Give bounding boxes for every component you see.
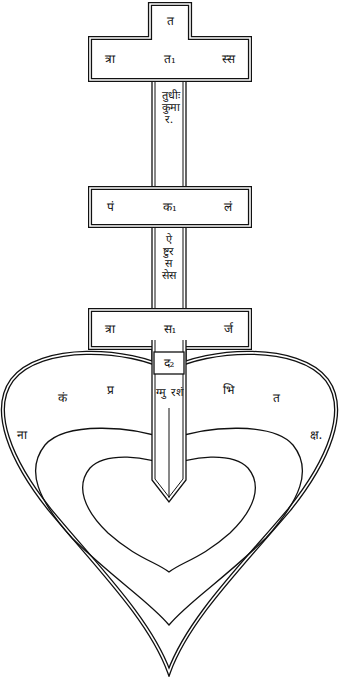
node-text: त्रा bbox=[105, 53, 115, 65]
node-text: क्ष. bbox=[310, 429, 323, 441]
middle-cross-bar: पं क₁ लं bbox=[88, 186, 252, 228]
node-text: त्रा bbox=[105, 323, 115, 335]
node-text: त bbox=[167, 15, 174, 27]
node-text: ना bbox=[17, 429, 27, 441]
top-cross-bar-outline bbox=[88, 2, 252, 82]
node-text: कं bbox=[58, 392, 67, 404]
small-box: द₂ bbox=[153, 351, 185, 375]
node-text: ग्मु bbox=[156, 387, 166, 398]
vertical-inscription: तुधीः कुमार. bbox=[162, 90, 176, 126]
node-text: र्ज bbox=[224, 323, 233, 335]
node-text: रशं bbox=[171, 387, 183, 398]
top-cross-bar: त त्रा त₁ स्स bbox=[88, 2, 252, 82]
node-text: स्स bbox=[222, 53, 235, 65]
node-text: त₁ bbox=[164, 53, 176, 65]
node-text: लं bbox=[224, 201, 232, 213]
node-text: भि bbox=[223, 384, 234, 396]
vertical-inscription: ऐष्टुरससेस bbox=[162, 234, 176, 282]
node-text: प्र bbox=[107, 384, 114, 396]
node-text: क₁ bbox=[163, 201, 177, 213]
heart-lotus-outline bbox=[0, 340, 339, 677]
node-text: द₂ bbox=[164, 357, 175, 369]
heart-lotus: ना कं प्र ग्मु रशं भि त क्ष. bbox=[0, 340, 339, 677]
node-text: पं bbox=[107, 201, 114, 213]
node-text: स₁ bbox=[164, 323, 177, 335]
node-text: त bbox=[273, 392, 280, 404]
